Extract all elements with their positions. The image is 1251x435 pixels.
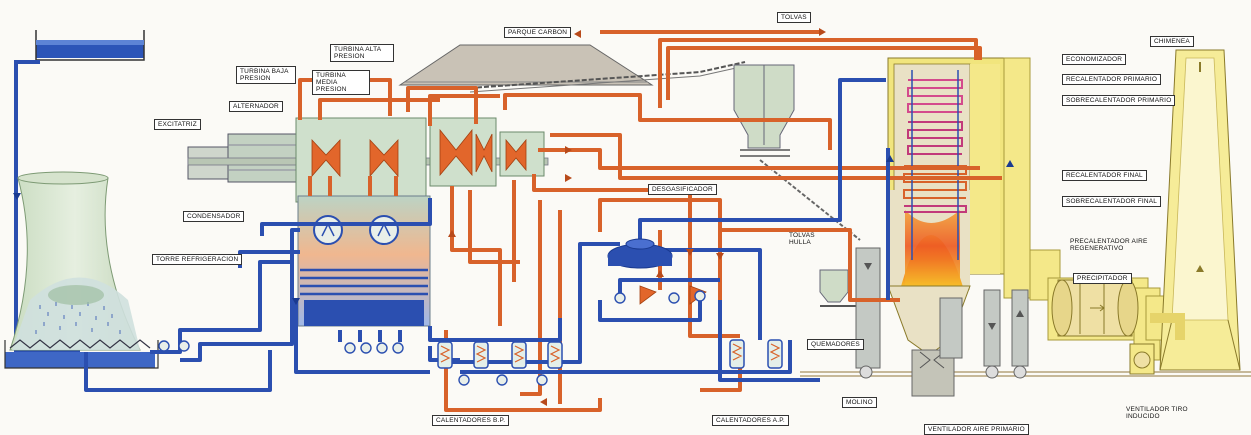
label-economizador: ECONOMIZADOR — [1062, 54, 1126, 65]
label-sobrecalentador-primario: SOBRECALENTADOR PRIMARIO — [1062, 95, 1175, 106]
label-recalentador-final: RECALENTADOR FINAL — [1062, 170, 1147, 181]
precipitator — [1052, 280, 1138, 336]
cooling-tower — [5, 172, 158, 368]
label-ventilador-aire: VENTILADOR AIRE PRIMARIO — [924, 424, 1029, 435]
label-chimenea: CHIMENEA — [1150, 36, 1194, 47]
label-parque-carbon: PARQUE CARBON — [504, 27, 571, 38]
label-precalentador: PRECALENTADOR AIRE REGENERATIVO — [1070, 238, 1150, 252]
label-tolvas: TOLVAS — [777, 12, 811, 23]
label-quemadores: QUEMADORES — [807, 339, 864, 350]
label-condensador: CONDENSADOR — [183, 211, 244, 222]
label-precipitador: PRECIPITADOR — [1073, 273, 1132, 284]
label-molino: MOLINO — [842, 397, 877, 408]
label-tolvas-hulla: TOLVAS HULLA — [789, 232, 823, 246]
label-turbina-media: TURBINA MEDIA PRESION — [312, 70, 370, 95]
label-desgasificador: DESGASIFICADOR — [648, 184, 717, 195]
coal-park — [400, 45, 652, 85]
label-ventilador-tiro: VENTILADOR TIRO INDUCIDO — [1126, 406, 1216, 420]
label-turbina-alta: TURBINA ALTA PRESION — [330, 44, 394, 62]
condenser — [298, 196, 430, 326]
label-recalentador-primario: RECALENTADOR PRIMARIO — [1062, 74, 1161, 85]
label-torre-refrigeracion: TORRE REFRIGERACION — [152, 254, 242, 265]
induced-draft-fan — [1130, 344, 1154, 374]
label-turbina-baja: TURBINA BAJA PRESION — [236, 66, 296, 84]
label-excitatriz: EXCITATRIZ — [154, 119, 201, 130]
label-calentadores-bp: CALENTADORES B.P. — [432, 415, 509, 426]
reservoir — [36, 30, 144, 60]
label-alternador: ALTERNADOR — [229, 101, 283, 112]
label-sobrecalentador-final: SOBRECALENTADOR FINAL — [1062, 196, 1161, 207]
label-calentadores-ap: CALENTADORES A.P. — [712, 415, 789, 426]
